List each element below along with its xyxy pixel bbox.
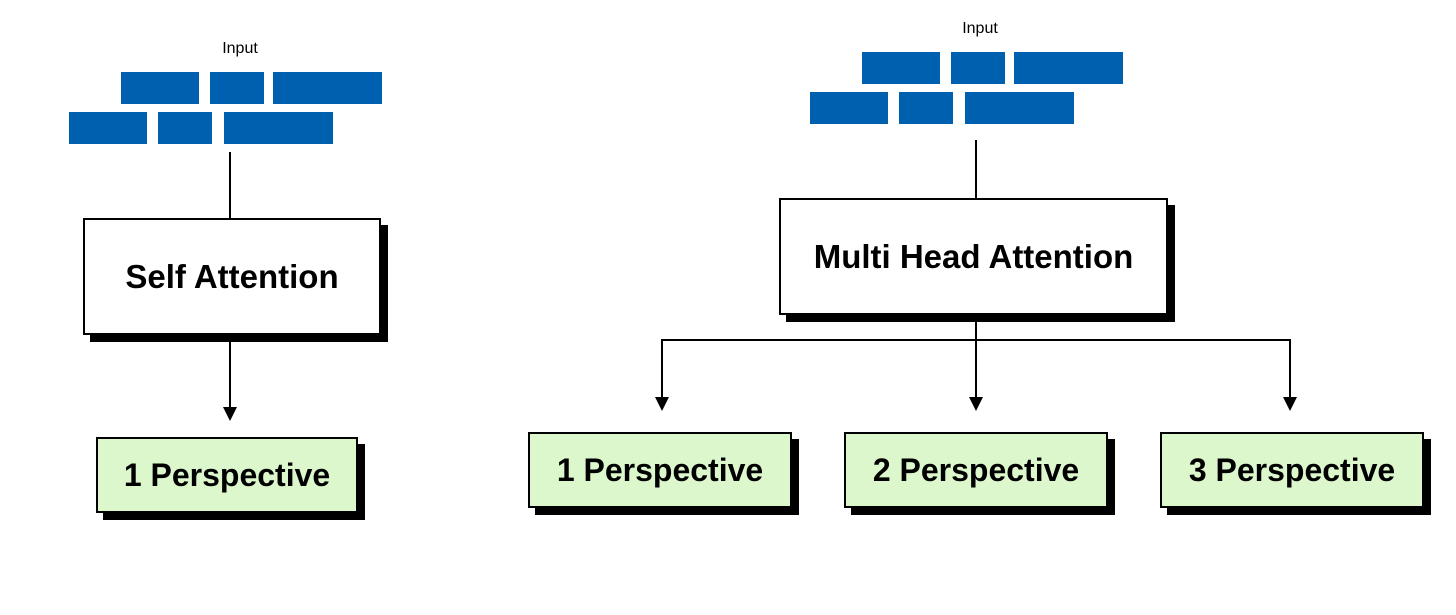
input-token [965, 92, 1074, 124]
perspective-label: 3 Perspective [1188, 451, 1396, 488]
input-token [158, 112, 212, 144]
multi-head-attention-label: Multi Head Attention [813, 237, 1134, 275]
perspective-box: 2 Perspective [844, 432, 1108, 508]
connector-line [229, 342, 231, 408]
perspective-box: 1 Perspective [96, 437, 358, 513]
input-token [224, 112, 333, 144]
input-token [121, 72, 199, 104]
perspective-label: 1 Perspective [556, 451, 764, 488]
perspective-box: 3 Perspective [1160, 432, 1424, 508]
connector-line [975, 340, 977, 398]
input-token [210, 72, 264, 104]
connector-line [229, 152, 231, 219]
self-attention-label: Self Attention [125, 257, 339, 295]
perspective-label: 2 Perspective [872, 451, 1080, 488]
input-token [273, 72, 382, 104]
perspective-box: 1 Perspective [528, 432, 792, 508]
left-input-label: Input [222, 40, 258, 57]
input-token [951, 52, 1005, 84]
arrowhead-icon [223, 407, 237, 421]
connector-line [1289, 340, 1291, 398]
arrowhead-icon [655, 397, 669, 411]
connector-line [975, 322, 977, 340]
perspective-label: 1 Perspective [123, 456, 331, 493]
input-token [69, 112, 147, 144]
right-input-label: Input [962, 20, 998, 37]
connector-line [975, 140, 977, 199]
input-token [810, 92, 888, 124]
self-attention-box: Self Attention [83, 218, 381, 335]
arrowhead-icon [969, 397, 983, 411]
input-token [862, 52, 940, 84]
multi-head-attention-box: Multi Head Attention [779, 198, 1168, 315]
connector-line [661, 340, 663, 398]
input-token [899, 92, 953, 124]
input-token [1014, 52, 1123, 84]
arrowhead-icon [1283, 397, 1297, 411]
